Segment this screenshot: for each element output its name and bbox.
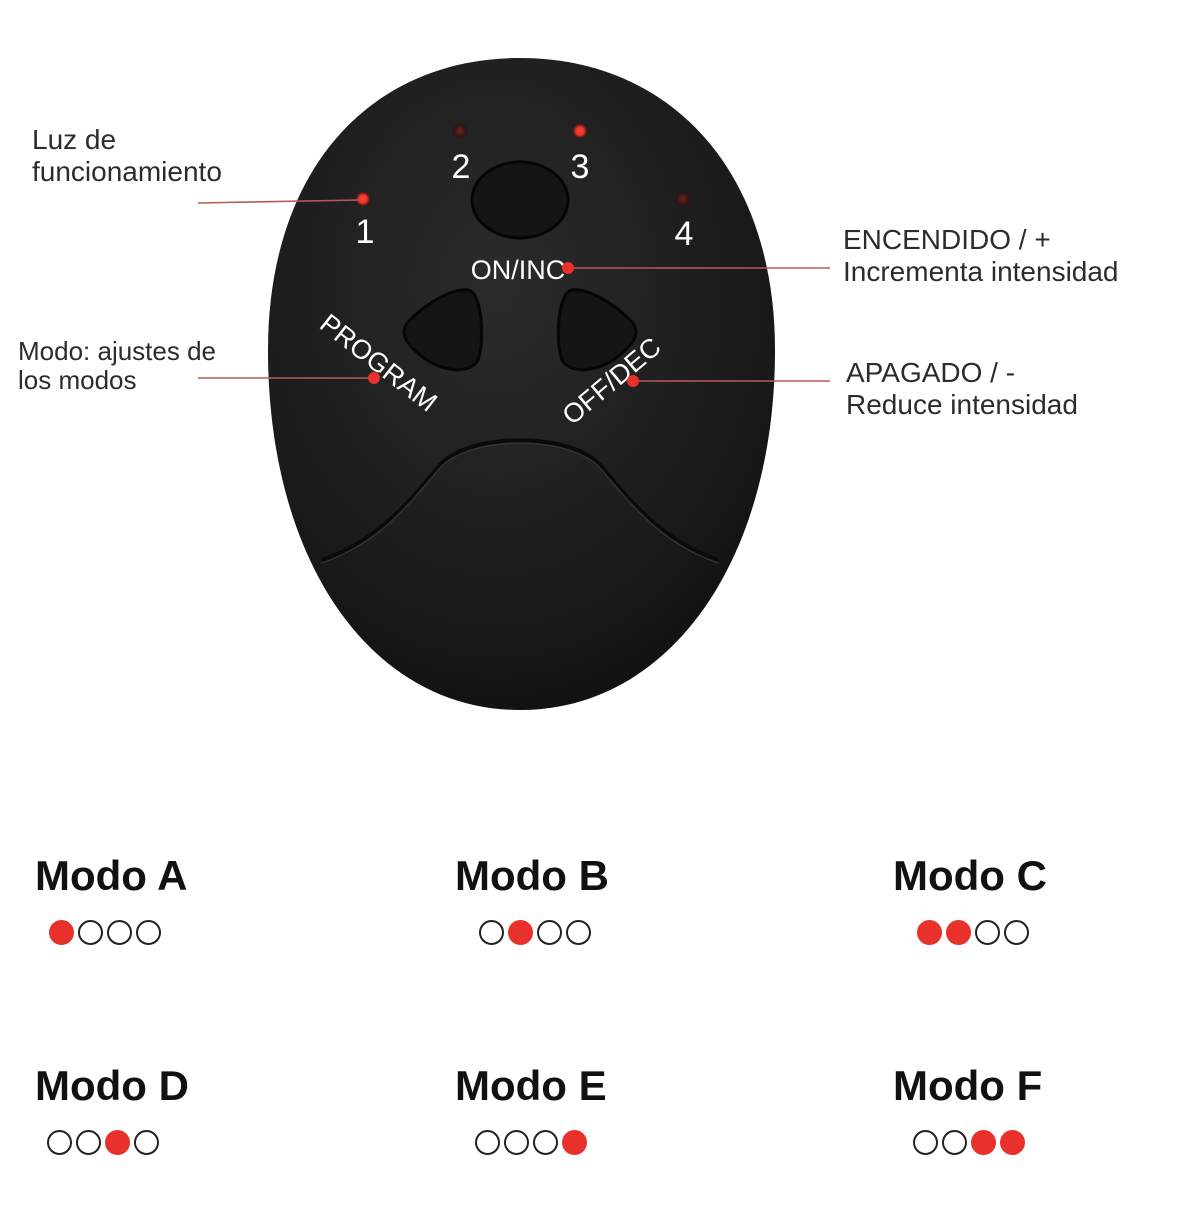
- callout-light: Luz de funcionamiento: [32, 124, 222, 188]
- callout-on-line2: Incrementa intensidad: [843, 256, 1119, 287]
- dot-empty-icon: [479, 920, 504, 945]
- light-leader-line: [197, 199, 361, 204]
- dot-filled-icon: [917, 920, 942, 945]
- mode-block: Modo A: [35, 852, 187, 945]
- dot-empty-icon: [913, 1130, 938, 1155]
- mode-block: Modo F: [893, 1062, 1042, 1155]
- mode-indicator-dots: [479, 920, 609, 945]
- callout-on: ENCENDIDO / + Incrementa intensidad: [843, 224, 1119, 288]
- dot-empty-icon: [78, 920, 103, 945]
- program-marker-dot: [368, 372, 380, 384]
- mode-title: Modo F: [893, 1062, 1043, 1109]
- mode-title: Modo E: [455, 1062, 607, 1109]
- mode-block: Modo B: [455, 852, 609, 945]
- program-button[interactable]: [402, 288, 484, 372]
- mode-title: Modo C: [893, 852, 1047, 899]
- callout-on-line1: ENCENDIDO / +: [843, 224, 1051, 255]
- led-4-indicator: [676, 192, 690, 206]
- mode-indicator-dots: [913, 1130, 1042, 1155]
- dot-empty-icon: [136, 920, 161, 945]
- dot-empty-icon: [47, 1130, 72, 1155]
- dot-filled-icon: [1000, 1130, 1025, 1155]
- dot-empty-icon: [76, 1130, 101, 1155]
- off-marker-dot: [627, 375, 639, 387]
- center-button[interactable]: [470, 160, 570, 240]
- dot-filled-icon: [508, 920, 533, 945]
- dot-empty-icon: [942, 1130, 967, 1155]
- led-2-indicator: [453, 124, 467, 138]
- dot-empty-icon: [533, 1130, 558, 1155]
- on-inc-label: ON/INC: [471, 255, 566, 285]
- device-body: [268, 58, 775, 710]
- on-marker-dot: [562, 262, 574, 274]
- led-3-label: 3: [571, 148, 590, 186]
- mode-indicator-dots: [47, 1130, 189, 1155]
- callout-off-line1: APAGADO / -: [846, 357, 1016, 388]
- dot-empty-icon: [475, 1130, 500, 1155]
- mode-indicator-dots: [917, 920, 1047, 945]
- mode-block: Modo E: [455, 1062, 607, 1155]
- dot-filled-icon: [562, 1130, 587, 1155]
- device-diagram: 1 2 3 4 ON/INC PROGRAM OFF/DEC: [197, 58, 830, 710]
- led-3-indicator: [573, 124, 587, 138]
- callout-light-line2: funcionamiento: [32, 156, 222, 187]
- dot-empty-icon: [566, 920, 591, 945]
- dot-empty-icon: [537, 920, 562, 945]
- mode-title: Modo A: [35, 852, 188, 899]
- led-2-label: 2: [452, 148, 471, 186]
- callout-program-line1: Modo: ajustes de: [18, 336, 217, 366]
- callout-light-line1: Luz de: [32, 124, 117, 155]
- device-groove: [321, 438, 719, 562]
- led-1-indicator: [356, 192, 370, 206]
- off-dec-button[interactable]: [556, 288, 638, 372]
- dot-empty-icon: [1004, 920, 1029, 945]
- dot-filled-icon: [105, 1130, 130, 1155]
- dot-filled-icon: [49, 920, 74, 945]
- mode-title: Modo D: [35, 1062, 189, 1109]
- dot-empty-icon: [504, 1130, 529, 1155]
- dot-filled-icon: [971, 1130, 996, 1155]
- mode-indicator-dots: [475, 1130, 607, 1155]
- led-4-label: 4: [675, 215, 694, 253]
- callout-off: APAGADO / - Reduce intensidad: [846, 357, 1078, 421]
- mode-indicator-dots: [49, 920, 187, 945]
- callout-off-line2: Reduce intensidad: [846, 389, 1078, 420]
- callout-program-line2: los modos: [18, 365, 137, 395]
- dot-empty-icon: [134, 1130, 159, 1155]
- mode-title: Modo B: [455, 852, 609, 899]
- dot-filled-icon: [946, 920, 971, 945]
- callout-program: Modo: ajustes de los modos: [18, 337, 216, 395]
- mode-block: Modo D: [35, 1062, 189, 1155]
- dot-empty-icon: [107, 920, 132, 945]
- dot-empty-icon: [975, 920, 1000, 945]
- led-1-label: 1: [356, 213, 375, 251]
- mode-block: Modo C: [893, 852, 1047, 945]
